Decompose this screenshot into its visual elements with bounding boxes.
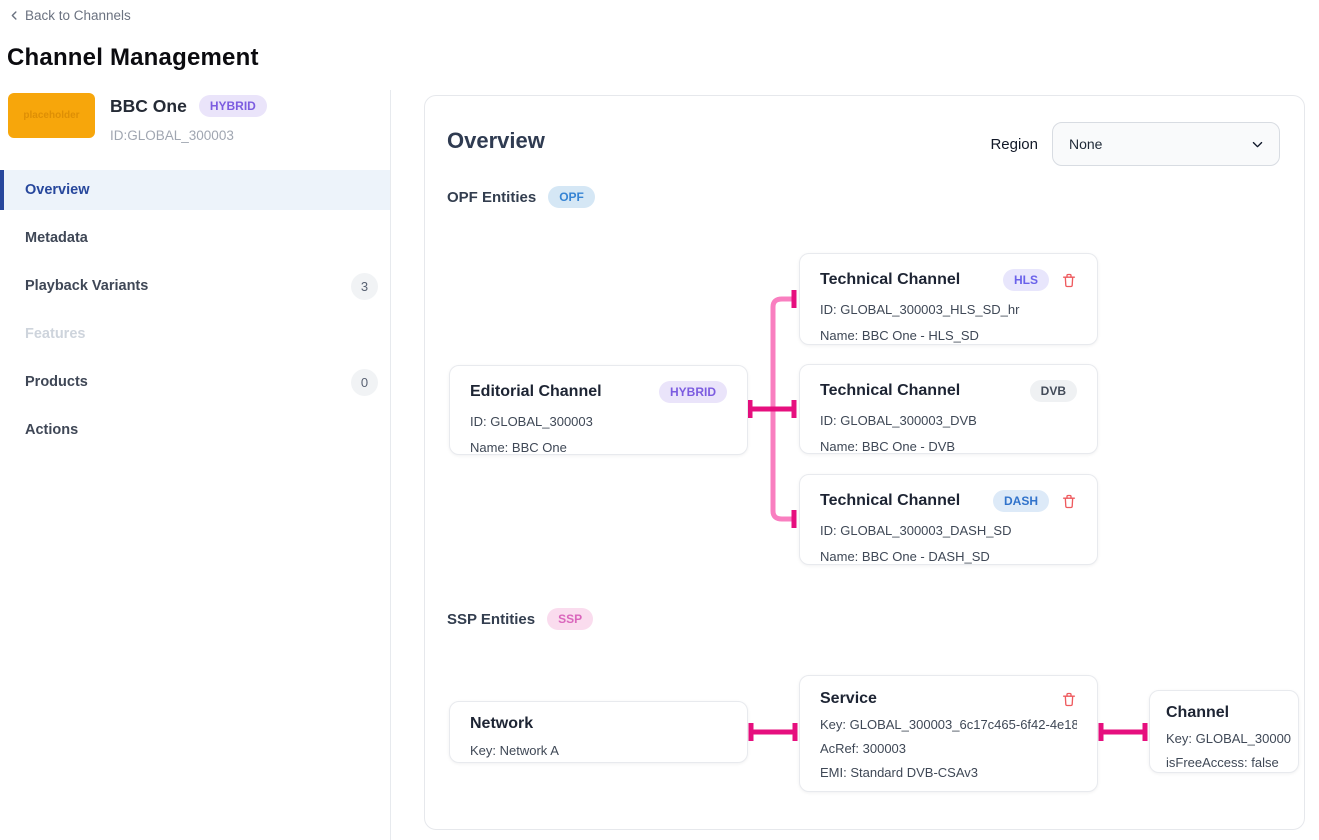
delete-dash-button[interactable] — [1061, 493, 1077, 510]
trash-icon — [1063, 273, 1075, 287]
chevron-down-icon — [1252, 141, 1263, 147]
ssp-badge: SSP — [547, 608, 594, 631]
ssp-channel-card: Channel Key: GLOBAL_30000 isFreeAccess: … — [1149, 690, 1299, 773]
card-id-row: ID: GLOBAL_300003_HLS_SD_hr — [820, 302, 1020, 318]
card-emi-row: EMI: Standard DVB-CSAv3 — [820, 765, 978, 780]
sidebar-item-label: Actions — [25, 422, 79, 438]
card-key-row: Key: GLOBAL_300003_6c17c465-6f42-4e18-..… — [820, 717, 1077, 732]
chevron-left-icon — [11, 11, 17, 20]
technical-channel-dash-card: Technical Channel DASH ID: GLOBAL_300003… — [799, 474, 1098, 565]
region-select[interactable]: None — [1052, 122, 1280, 166]
opf-badge: OPF — [548, 186, 595, 209]
editorial-channel-card: Editorial Channel HYBRID ID: GLOBAL_3000… — [449, 365, 748, 455]
region-select-value: None — [1069, 136, 1103, 152]
ssp-entities-title: SSP Entities — [447, 610, 536, 628]
delete-hls-button[interactable] — [1061, 272, 1077, 289]
card-name-row: Name: BBC One - HLS_SD — [820, 328, 979, 344]
service-card: Service Key: GLOBAL_300003_6c17c465-6f42… — [799, 675, 1098, 792]
card-title: Technical Channel — [820, 271, 961, 289]
sidebar-item-overview[interactable]: Overview — [0, 170, 390, 210]
card-title: Service — [820, 690, 877, 707]
channel-id: ID:GLOBAL_300003 — [110, 128, 234, 143]
logo-text: placeholder — [23, 110, 80, 121]
channel-logo-placeholder: placeholder — [8, 93, 95, 138]
overview-panel: Overview Region None OPF Entities OPF — [424, 95, 1305, 830]
card-name-row: Name: BBC One — [470, 440, 567, 455]
card-title: Channel — [1166, 704, 1230, 721]
opf-entities-title: OPF Entities — [447, 188, 537, 206]
channel-type-badge: HYBRID — [198, 95, 267, 118]
overview-heading: Overview — [447, 128, 545, 153]
opf-entities-heading: OPF Entities OPF — [447, 186, 595, 209]
page-title: Channel Management — [7, 44, 259, 71]
sidebar-item-label: Products — [25, 374, 88, 390]
editorial-hybrid-badge: HYBRID — [658, 381, 727, 404]
card-title: Technical Channel — [820, 382, 961, 400]
card-title: Technical Channel — [820, 492, 961, 510]
back-to-channels-link[interactable]: Back to Channels — [8, 8, 131, 23]
sidebar-divider — [390, 90, 391, 840]
sidebar-item-label: Metadata — [25, 230, 88, 246]
card-key-row: Key: GLOBAL_30000 — [1166, 731, 1292, 746]
dash-badge: DASH — [992, 490, 1049, 513]
ssp-entities-heading: SSP Entities SSP — [447, 608, 594, 631]
region-label: Region — [990, 135, 1038, 153]
card-title: Editorial Channel — [470, 383, 602, 401]
dvb-badge: DVB — [1029, 380, 1077, 403]
sidebar-item-label: Playback Variants — [25, 278, 149, 294]
sidebar: placeholder BBC One HYBRID ID:GLOBAL_300… — [0, 90, 390, 840]
sidebar-item-label: Features — [25, 326, 86, 342]
sidebar-item-products[interactable]: Products 0 — [0, 362, 390, 402]
products-count-badge: 0 — [351, 368, 378, 396]
card-name-row: Name: BBC One - DASH_SD — [820, 549, 990, 565]
back-link-label: Back to Channels — [25, 8, 131, 23]
card-id-row: ID: GLOBAL_300003 — [470, 414, 593, 430]
playback-variants-count-badge: 3 — [351, 272, 378, 300]
card-title: Network — [470, 715, 534, 732]
hls-badge: HLS — [1003, 269, 1049, 292]
sidebar-item-features: Features — [0, 314, 390, 354]
sidebar-item-metadata[interactable]: Metadata — [0, 218, 390, 258]
trash-icon — [1063, 692, 1075, 706]
card-name-row: Name: BBC One - DVB — [820, 439, 956, 454]
card-freeaccess-row: isFreeAccess: false — [1166, 755, 1279, 770]
sidebar-item-playback-variants[interactable]: Playback Variants 3 — [0, 266, 390, 306]
delete-service-button[interactable] — [1061, 691, 1077, 708]
sidebar-item-actions[interactable]: Actions — [0, 410, 390, 450]
channel-name: BBC One — [110, 95, 187, 116]
card-key-row: Key: Network A — [470, 743, 559, 758]
trash-icon — [1063, 494, 1075, 508]
card-id-row: ID: GLOBAL_300003_DVB — [820, 413, 977, 429]
sidebar-item-label: Overview — [25, 182, 90, 198]
card-id-row: ID: GLOBAL_300003_DASH_SD — [820, 523, 1012, 539]
technical-channel-hls-card: Technical Channel HLS ID: GLOBAL_300003_… — [799, 253, 1098, 345]
network-card: Network Key: Network A — [449, 701, 748, 763]
card-acref-row: AcRef: 300003 — [820, 741, 907, 756]
sidebar-nav: Overview Metadata Playback Variants 3 Fe… — [0, 170, 390, 458]
technical-channel-dvb-card: Technical Channel DVB ID: GLOBAL_300003_… — [799, 364, 1098, 454]
